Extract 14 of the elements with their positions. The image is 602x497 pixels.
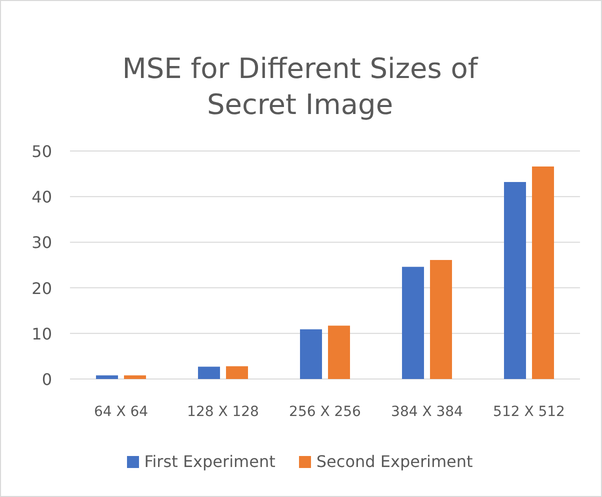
y-tick-label: 10 (32, 324, 52, 344)
legend-label: First Experiment (144, 452, 276, 471)
x-tick-label: 128 X 128 (187, 404, 259, 420)
x-tick-label: 256 X 256 (289, 404, 361, 420)
y-tick-label: 20 (32, 278, 52, 298)
y-tick-label: 40 (32, 188, 52, 207)
chart-title: MSE for Different Sizes of Secret Image (122, 52, 478, 121)
y-tick-label: 50 (32, 142, 52, 161)
y-tick-label: 0 (42, 370, 52, 389)
x-tick-label: 384 X 384 (391, 404, 463, 420)
x-tick-label: 64 X 64 (94, 404, 148, 420)
x-tick-label: 512 X 512 (493, 404, 565, 420)
legend-label: Second Experiment (316, 452, 473, 471)
y-tick-label: 30 (32, 233, 52, 252)
